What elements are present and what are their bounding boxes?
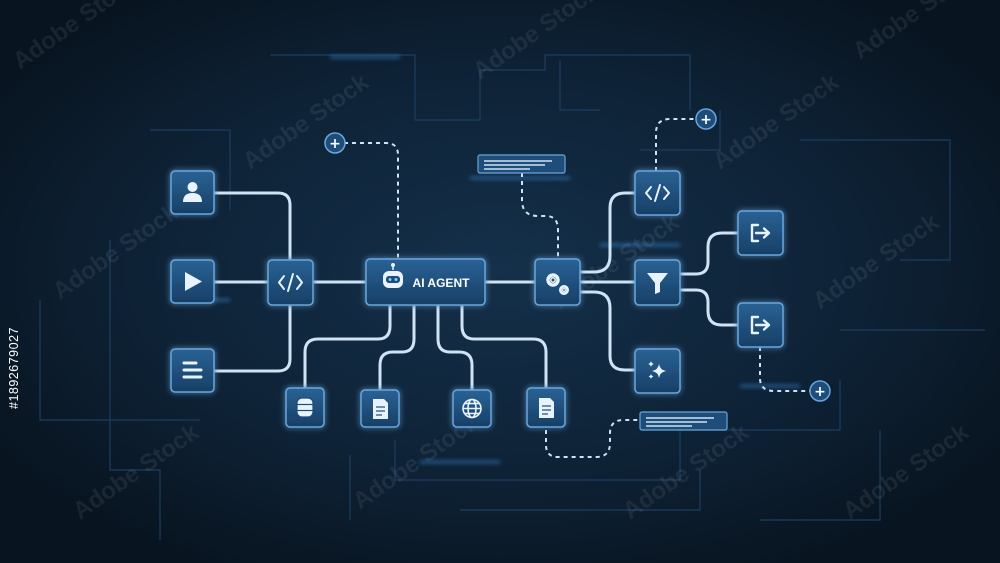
sparkle-icon [648, 361, 666, 379]
globe-icon [462, 398, 482, 419]
svg-text:+: + [329, 136, 341, 152]
text-lines-icon [182, 361, 203, 379]
svg-text:+: + [814, 384, 826, 400]
output-icon [750, 223, 771, 243]
code-node-left[interactable] [267, 259, 314, 306]
svg-text:+: + [700, 112, 712, 128]
plus-connector-top-left[interactable]: + [324, 132, 346, 154]
text-placeholder-top [477, 154, 566, 174]
filter-icon [647, 273, 668, 294]
document-icon [539, 398, 554, 418]
document-node-2[interactable] [526, 387, 566, 428]
sparkle-node[interactable] [634, 348, 681, 394]
user-node[interactable] [170, 170, 215, 215]
globe-node[interactable] [452, 389, 492, 428]
filter-node[interactable] [634, 259, 681, 306]
plus-connector-top-right[interactable]: + [695, 108, 717, 130]
database-icon [296, 397, 314, 418]
document-icon [373, 399, 388, 419]
code-icon [645, 184, 670, 202]
dashed-connectors [344, 118, 810, 458]
ai-agent-label: AI AGENT [413, 276, 471, 290]
settings-node[interactable] [534, 258, 581, 306]
connection-wires [212, 191, 740, 392]
output-node-1[interactable] [737, 210, 784, 256]
document-node-1[interactable] [360, 389, 400, 428]
user-icon [183, 182, 202, 202]
code-node-right[interactable] [634, 170, 681, 216]
database-node[interactable] [285, 387, 325, 428]
plus-connector-bottom-right[interactable]: + [809, 380, 831, 402]
output-icon [750, 315, 771, 335]
background-traces [39, 54, 985, 540]
text-placeholder-bottom [639, 411, 728, 431]
code-icon [278, 273, 303, 292]
play-icon [185, 272, 202, 291]
gears-icon [546, 273, 570, 295]
robot-icon [383, 263, 403, 288]
stock-id-label: #1892679027 [7, 327, 21, 409]
text-node[interactable] [170, 348, 215, 393]
play-node[interactable] [170, 259, 215, 304]
output-node-2[interactable] [737, 302, 784, 348]
ai-agent-node[interactable]: AI AGENT [365, 258, 486, 306]
